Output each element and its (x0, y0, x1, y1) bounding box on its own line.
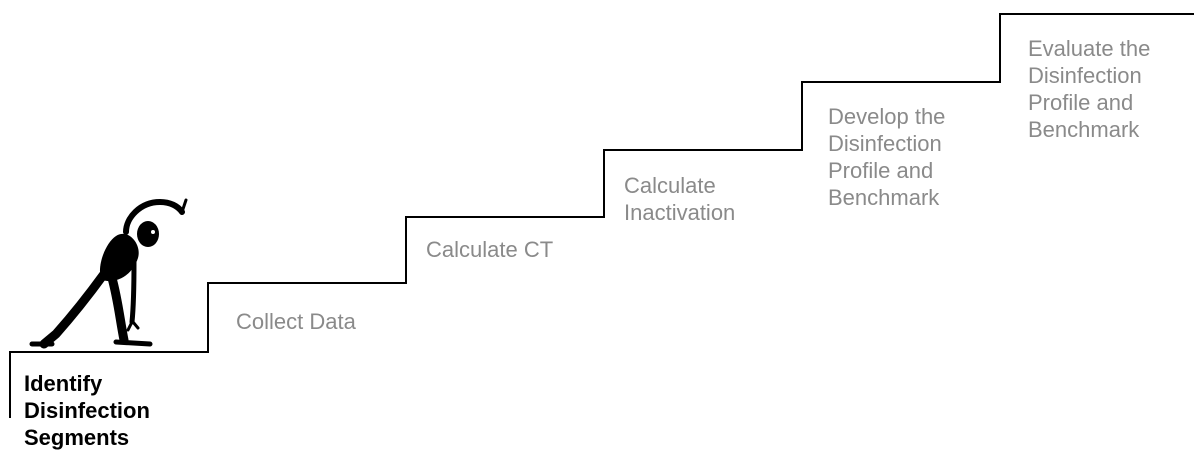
step-label-line: Evaluate the (1028, 36, 1151, 61)
step-label-line: Profile and (828, 158, 934, 183)
step-label-line: Inactivation (624, 200, 736, 225)
step-label-line: Benchmark (1028, 117, 1140, 142)
step-label-line: Segments (24, 425, 130, 450)
step-label-line: Disinfection (828, 131, 942, 156)
staircase-line (9, 13, 1194, 418)
step-label-line: Disinfection (24, 398, 150, 423)
step-calculate-ct: Calculate CT (426, 236, 553, 263)
step-label-line: Identify (24, 371, 103, 396)
step-label-line: Disinfection (1028, 63, 1142, 88)
stretching-person-icon (29, 198, 188, 349)
step-label-line: Calculate CT (426, 237, 554, 262)
step-label-line: Develop the (828, 104, 946, 129)
step-develop-profile: Develop the Disinfection Profile and Ben… (828, 103, 945, 211)
step-label-line: Calculate (624, 173, 716, 198)
step-evaluate-profile: Evaluate the Disinfection Profile and Be… (1028, 35, 1150, 143)
step-label-line: Collect Data (236, 309, 356, 334)
step-label-line: Benchmark (828, 185, 940, 210)
step-identify-segments: Identify Disinfection Segments (24, 370, 150, 451)
step-label-line: Profile and (1028, 90, 1134, 115)
step-calculate-inactivation: Calculate Inactivation (624, 172, 735, 226)
step-collect-data: Collect Data (236, 308, 356, 335)
